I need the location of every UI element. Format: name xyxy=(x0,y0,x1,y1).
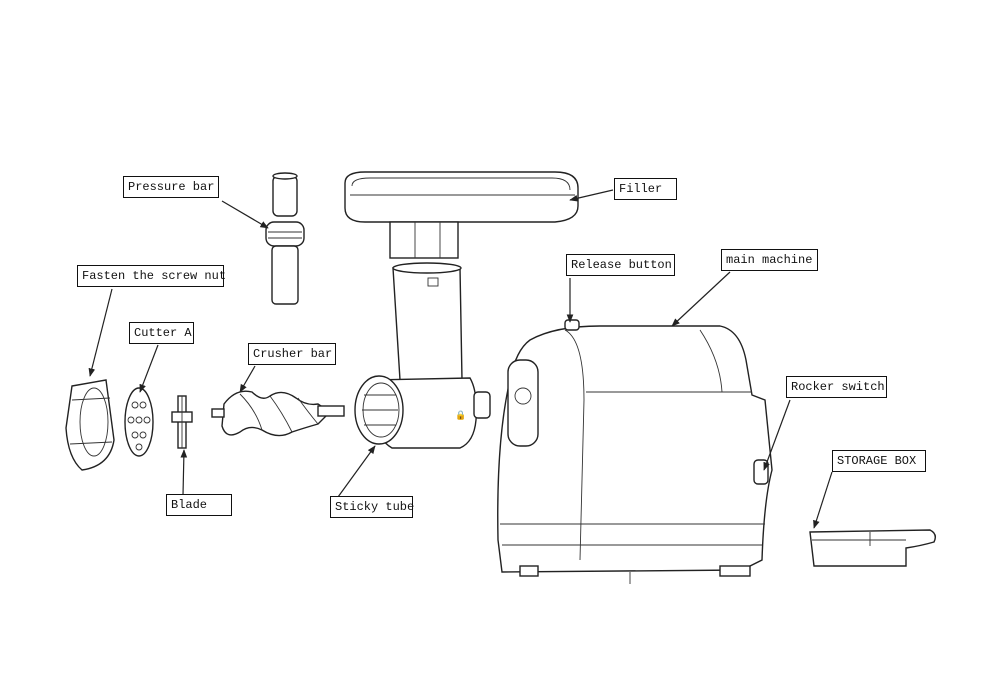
pressure-bar-part xyxy=(266,173,304,304)
storage-box-label: STORAGE BOX xyxy=(832,450,926,472)
filler-part xyxy=(345,172,578,258)
filler-label: Filler xyxy=(614,178,677,200)
storage-box-part xyxy=(810,530,935,566)
pressure-bar-label: Pressure bar xyxy=(123,176,219,198)
crusher-bar-label: Crusher bar xyxy=(248,343,336,365)
sticky-tube-label: Sticky tube xyxy=(330,496,413,518)
blade-part xyxy=(172,396,192,448)
rocker-switch-label: Rocker switch xyxy=(786,376,887,398)
blade-label: Blade xyxy=(166,494,232,516)
main-machine-part xyxy=(498,320,772,584)
cutter-a-label: Cutter A xyxy=(129,322,194,344)
crusher-bar-part xyxy=(212,391,344,435)
release-button-label: Release button xyxy=(566,254,675,276)
sticky-tube-part xyxy=(355,376,403,444)
svg-text:🔒: 🔒 xyxy=(455,410,466,421)
screw-nut-part xyxy=(66,380,114,470)
cutter-a-part xyxy=(125,388,153,456)
fasten-screw-nut-label: Fasten the screw nut xyxy=(77,265,224,287)
main-machine-label: main machine xyxy=(721,249,818,271)
